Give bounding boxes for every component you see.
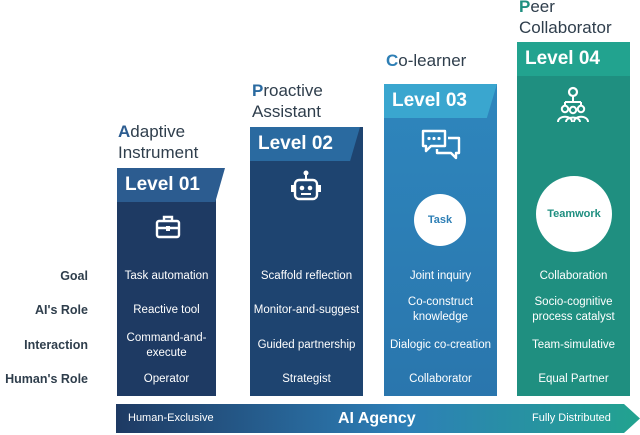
goal-cell: Joint inquiry [409, 270, 472, 282]
level-03-title: Co-learner [386, 50, 466, 71]
interaction-cell: Command-and- execute [126, 332, 207, 359]
human-role-cell: Equal Partner [538, 373, 609, 385]
column-fill [117, 168, 216, 396]
ai-role-cell: Monitor-and-suggest [253, 304, 360, 316]
human-role-cell: Strategist [282, 373, 331, 385]
title-initial: C [386, 51, 399, 70]
toolbox-icon [153, 212, 183, 247]
interaction-cell: Team-simulative [531, 339, 616, 351]
ai-role-cell: Reactive tool [133, 304, 200, 316]
level-03-column: Level 03 Task Joint inquiry Co-construct… [384, 84, 497, 396]
title-initial: P [252, 81, 264, 100]
team-network-icon [553, 86, 593, 131]
column-fill [250, 127, 363, 396]
title-initial: P [519, 0, 531, 16]
ai-role-cell: Socio-cognitive process catalyst [532, 296, 615, 323]
agency-right-label: Fully Distributed [532, 412, 611, 424]
goal-cell: Collaboration [539, 270, 608, 282]
interaction-cell: Dialogic co-creation [390, 339, 491, 351]
title-rest: roactive Assistant [252, 81, 323, 121]
level-03-badge: Level 03 [384, 84, 497, 118]
agency-left-label: Human-Exclusive [128, 412, 214, 424]
level-04-column: Level 04 Teamwork Collaboration Socio-co… [517, 42, 630, 396]
human-role-cell: Operator [143, 373, 190, 385]
level-01-badge: Level 01 [117, 168, 225, 202]
row-label-goal: Goal [60, 269, 88, 283]
level-01-title: Adaptive Instrument [118, 121, 198, 163]
chat-bubbles-icon [421, 128, 461, 167]
title-rest: o-learner [398, 51, 467, 70]
level-01-column: Level 01 Task automation Reactive tool C… [117, 168, 225, 396]
teamwork-badge: Teamwork [536, 176, 612, 252]
row-label-interaction: Interaction [24, 338, 88, 352]
level-02-badge: Level 02 [250, 127, 360, 161]
human-role-cell: Collaborator [409, 373, 472, 385]
title-rest: eer Collaborator [519, 0, 612, 37]
robot-icon [290, 169, 322, 208]
level-04-badge: Level 04 [517, 42, 630, 76]
ai-agency-arrow: Human-Exclusive AI Agency Fully Distribu… [116, 404, 640, 433]
title-rest: daptive Instrument [118, 122, 199, 162]
goal-cell: Scaffold reflection [260, 270, 353, 282]
goal-cell: Task automation [124, 270, 209, 282]
row-label-ai-role: AI's Role [35, 303, 88, 317]
interaction-cell: Guided partnership [257, 339, 356, 351]
level-04-title: Peer Collaborator [519, 0, 612, 38]
task-badge: Task [414, 194, 466, 246]
agency-center-label: AI Agency [338, 410, 416, 427]
level-02-title: Proactive Assistant [252, 80, 323, 122]
arrow-shape [116, 404, 640, 433]
level-02-column: Level 02 Scaffold reflection Monitor-and… [250, 127, 363, 396]
row-label-human-role: Human's Role [5, 372, 88, 386]
title-initial: A [118, 122, 131, 141]
ai-role-cell: Co-construct knowledge [407, 296, 474, 323]
